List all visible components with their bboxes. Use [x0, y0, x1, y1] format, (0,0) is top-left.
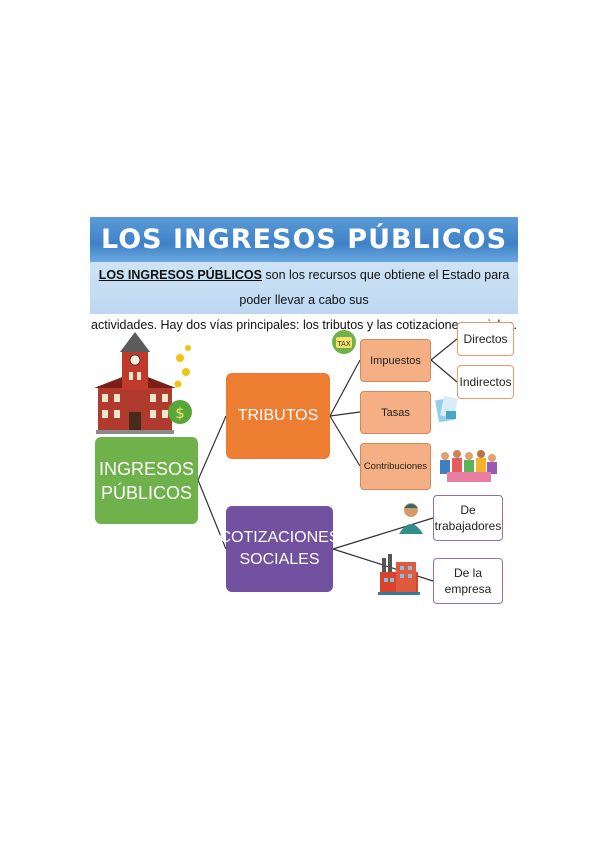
node-empresa-line1: De la [453, 566, 482, 580]
node-cotizaciones-line1: COTIZACIONES [219, 529, 340, 546]
node-de-trabajadores: De trabajadores [433, 495, 503, 541]
connector-impuestos-indirectos [430, 359, 458, 383]
node-impuestos: Impuestos [360, 339, 431, 382]
node-indirectos-label: Indirectos [459, 375, 512, 389]
factory-building-icon [378, 554, 420, 595]
node-indirectos: Indirectos [457, 365, 514, 399]
node-tributos: TRIBUTOS [226, 373, 330, 459]
worker-person-icon [399, 503, 423, 534]
node-directos-label: Directos [463, 332, 508, 346]
node-contribuciones-label: Contribuciones [363, 461, 428, 472]
government-building-icon: $ [94, 332, 192, 434]
node-cotizaciones-sociales: COTIZACIONES SOCIALES [220, 506, 340, 592]
node-cotizaciones-line2: SOCIALES [239, 551, 320, 568]
node-empresa-line2: empresa [444, 582, 492, 596]
connector-root-cotizaciones [197, 479, 227, 550]
node-tasas: Tasas [360, 391, 431, 434]
intro-term: LOS INGRESOS PÚBLICOS [98, 268, 262, 282]
connector-cotizaciones-trabajadores [332, 517, 434, 550]
tax-badge-icon: TAX [332, 330, 356, 354]
node-de-la-empresa: De la empresa [433, 558, 503, 604]
node-impuestos-label: Impuestos [370, 354, 421, 367]
node-ingresos-publicos: INGRESOS PÚBLICOS [95, 437, 198, 524]
node-tributos-label: TRIBUTOS [237, 407, 319, 424]
node-contribuciones: Contribuciones [360, 443, 431, 490]
intro-text: LOS INGRESOS PÚBLICOS son los recursos q… [90, 263, 518, 338]
connector-root-tributos [197, 415, 227, 481]
node-trabajadores-line2: trabajadores [434, 519, 502, 533]
title-banner: LOS INGRESOS PÚBLICOS [90, 217, 518, 262]
tasas-document-icon [435, 395, 458, 423]
connector-tributos-impuestos [329, 359, 361, 417]
money-bag-symbol: $ [175, 404, 185, 422]
node-directos: Directos [457, 322, 514, 356]
connector-tributos-contribuciones [329, 415, 361, 467]
tax-badge-text: TAX [336, 340, 351, 348]
intro-line-1-rest: son los recursos que obtiene el Estado p… [239, 268, 510, 307]
intro-banner [90, 262, 518, 314]
node-tasas-label: Tasas [381, 406, 410, 419]
node-trabajadores-line1: De [460, 503, 476, 517]
connector-impuestos-directos [430, 338, 458, 361]
connector-tributos-tasas [329, 411, 361, 417]
intro-line-2: actividades. Hay dos vías principales: l… [91, 318, 517, 332]
node-ingresos-publicos-line1: INGRESOS [98, 458, 195, 479]
page-title: LOS INGRESOS PÚBLICOS [100, 224, 508, 255]
node-ingresos-publicos-line2: PÚBLICOS [100, 482, 193, 503]
crowd-people-icon [440, 450, 497, 482]
intro-line-1: LOS INGRESOS PÚBLICOS son los recursos q… [90, 263, 518, 313]
